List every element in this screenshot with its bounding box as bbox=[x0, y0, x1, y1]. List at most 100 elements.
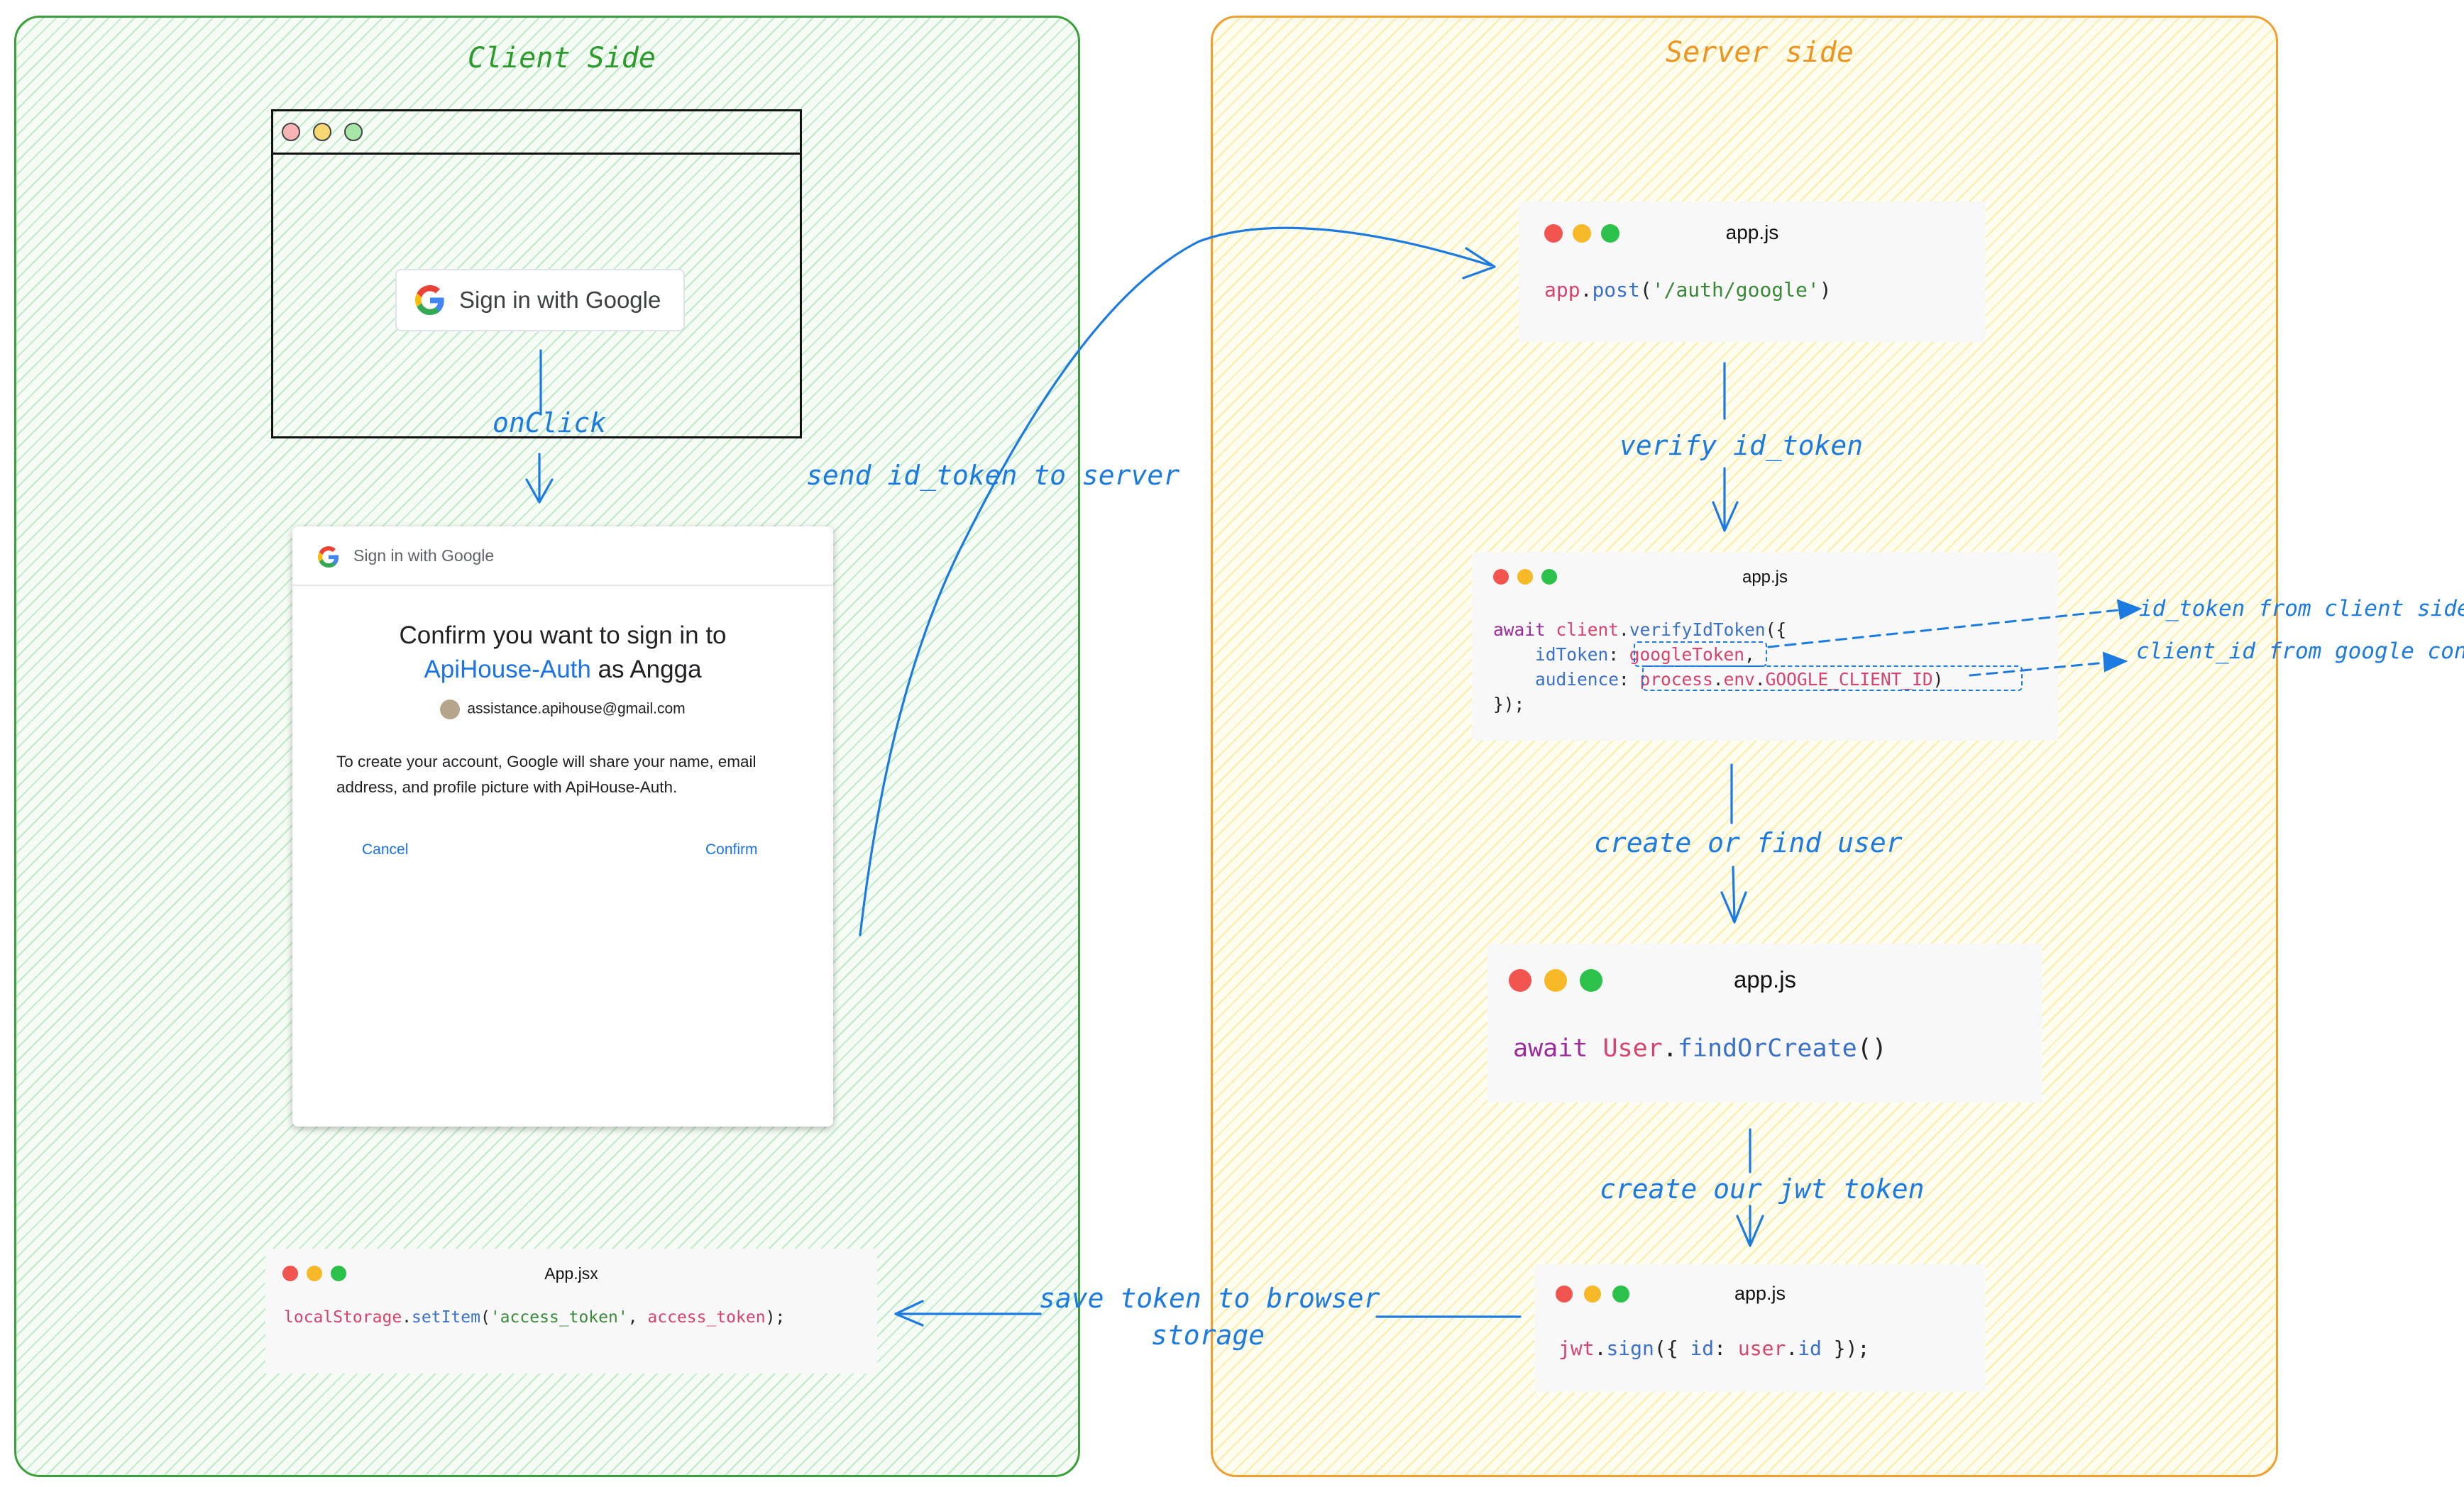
code-token bbox=[1588, 1034, 1602, 1063]
code-line: await client.verifyIdToken({ bbox=[1493, 619, 1786, 640]
highlight-google-token bbox=[1634, 641, 1767, 667]
browser-title-bar bbox=[273, 111, 800, 155]
window-maximize-dot bbox=[1612, 1286, 1629, 1303]
window-minimize-dot bbox=[307, 1266, 322, 1281]
window-close-dot bbox=[1493, 569, 1509, 585]
code-token: await bbox=[1493, 619, 1546, 640]
label-create-find-user: create or find user bbox=[1594, 827, 1903, 858]
window-maximize-dot bbox=[1580, 969, 1602, 992]
title-suffix: as Angga bbox=[590, 656, 702, 683]
code-token: ({ bbox=[1654, 1337, 1690, 1360]
label-create-jwt: create our jwt token bbox=[1600, 1173, 1925, 1205]
code-line: jwt.sign({ id: user.id }); bbox=[1558, 1337, 1869, 1360]
code-line: }); bbox=[1493, 694, 1525, 714]
code-token: verifyIdToken bbox=[1629, 619, 1766, 640]
dialog-title-line1: Confirm you want to sign in to bbox=[399, 621, 727, 649]
code-token: GOOGLE_CLIENT_ID bbox=[1765, 669, 1933, 690]
window-minimize-dot bbox=[1584, 1286, 1601, 1303]
google-g-icon bbox=[318, 546, 339, 568]
server-side-title: Server side bbox=[1666, 36, 1854, 69]
window-close-dot bbox=[282, 1266, 298, 1281]
code-token: : bbox=[1619, 669, 1640, 690]
file-name: app.js bbox=[1725, 221, 1779, 243]
code-token: post bbox=[1592, 278, 1640, 302]
code-token: . bbox=[1754, 669, 1766, 690]
window-maximize-dot bbox=[331, 1266, 346, 1281]
code-card-jwt-sign: app.js jwt.sign({ id: user.id }); bbox=[1534, 1264, 1986, 1392]
window-minimize-dot bbox=[313, 123, 331, 141]
code-token: audience bbox=[1493, 669, 1619, 690]
file-name: app.js bbox=[1734, 1283, 1786, 1304]
google-g-icon bbox=[415, 285, 444, 315]
note-client-id: client_id from google console bbox=[2136, 639, 2464, 664]
code-token: , bbox=[627, 1308, 648, 1327]
code-token: client bbox=[1556, 619, 1619, 640]
label-onclick: onClick bbox=[493, 407, 607, 438]
file-name: App.jsx bbox=[544, 1264, 598, 1283]
code-line: app.post('/auth/google') bbox=[1544, 278, 1832, 302]
code-token: }); bbox=[1821, 1337, 1870, 1360]
window-minimize-dot bbox=[1573, 224, 1591, 243]
window-maximize-dot bbox=[344, 123, 363, 141]
code-token: user bbox=[1737, 1337, 1786, 1360]
code-line: audience: process.env.GOOGLE_CLIENT_ID) bbox=[1493, 669, 1944, 690]
window-close-dot bbox=[1556, 1286, 1573, 1303]
code-token: '/auth/google' bbox=[1651, 278, 1820, 302]
code-token: findOrCreate bbox=[1677, 1034, 1857, 1063]
confirm-button[interactable]: Confirm bbox=[705, 841, 758, 858]
window-maximize-dot bbox=[1541, 569, 1557, 585]
code-card-post-route: app.js app.post('/auth/google') bbox=[1519, 201, 1986, 342]
sign-in-button-label: Sign in with Google bbox=[459, 287, 661, 313]
dialog-header-label: Sign in with Google bbox=[353, 546, 495, 565]
label-verify-token: verify id_token bbox=[1619, 430, 1864, 461]
code-token: ) bbox=[1819, 278, 1832, 302]
file-name: app.js bbox=[1733, 966, 1797, 993]
app-name: ApiHouse-Auth bbox=[424, 656, 591, 683]
code-token: app bbox=[1544, 278, 1580, 302]
code-token: jwt bbox=[1558, 1337, 1595, 1360]
code-line: localStorage.setItem('access_token', acc… bbox=[284, 1308, 785, 1327]
window-minimize-dot bbox=[1544, 969, 1567, 992]
code-token: User bbox=[1602, 1034, 1663, 1063]
code-token: . bbox=[1662, 1034, 1678, 1063]
dialog-title-line2: ApiHouse-Auth as Angga bbox=[292, 656, 833, 684]
code-token: access_token bbox=[647, 1308, 766, 1327]
code-token: ({ bbox=[1765, 619, 1787, 640]
note-id-token: id_token from client side bbox=[2139, 596, 2464, 621]
dialog-header: Sign in with Google bbox=[292, 526, 833, 586]
code-token: : bbox=[1714, 1337, 1738, 1360]
code-token: sign bbox=[1606, 1337, 1654, 1360]
code-token: process bbox=[1639, 669, 1713, 690]
code-token: env bbox=[1723, 669, 1755, 690]
highlight-client-id bbox=[1642, 665, 2023, 691]
code-card-verify-token: app.js await client.verifyIdToken({ idTo… bbox=[1472, 552, 2058, 741]
label-save-token-line1: save token to browser bbox=[1039, 1283, 1380, 1314]
code-token: id bbox=[1690, 1337, 1715, 1360]
account-email: assistance.apihouse@gmail.com bbox=[467, 700, 686, 717]
label-send-token: send id_token to server bbox=[806, 460, 1180, 491]
code-token: 'access_token' bbox=[490, 1308, 628, 1327]
code-token: : bbox=[1608, 644, 1629, 665]
code-token: () bbox=[1857, 1034, 1887, 1063]
code-token: . bbox=[1580, 278, 1593, 302]
code-token: . bbox=[1594, 1337, 1607, 1360]
account-chip[interactable]: assistance.apihouse@gmail.com bbox=[292, 700, 833, 719]
code-token: setItem bbox=[412, 1308, 480, 1327]
window-close-dot bbox=[1544, 224, 1563, 243]
browser-window-mockup: Sign in with Google bbox=[271, 109, 802, 438]
code-token: localStorage bbox=[284, 1308, 402, 1327]
sign-in-with-google-button[interactable]: Sign in with Google bbox=[395, 269, 685, 331]
code-token: idToken bbox=[1493, 644, 1609, 665]
code-card-local-storage: App.jsx localStorage.setItem('access_tok… bbox=[265, 1249, 877, 1373]
code-token: ); bbox=[765, 1308, 786, 1327]
client-side-title: Client Side bbox=[468, 42, 656, 74]
code-line: await User.findOrCreate() bbox=[1513, 1034, 1887, 1063]
cancel-button[interactable]: Cancel bbox=[362, 841, 409, 858]
code-token bbox=[1546, 619, 1556, 640]
code-token: ( bbox=[1639, 278, 1652, 302]
window-close-dot bbox=[1509, 969, 1531, 992]
code-token: . bbox=[402, 1308, 412, 1327]
window-minimize-dot bbox=[1517, 569, 1533, 585]
code-card-find-or-create: app.js await User.findOrCreate() bbox=[1487, 944, 2042, 1102]
window-close-dot bbox=[282, 123, 300, 141]
